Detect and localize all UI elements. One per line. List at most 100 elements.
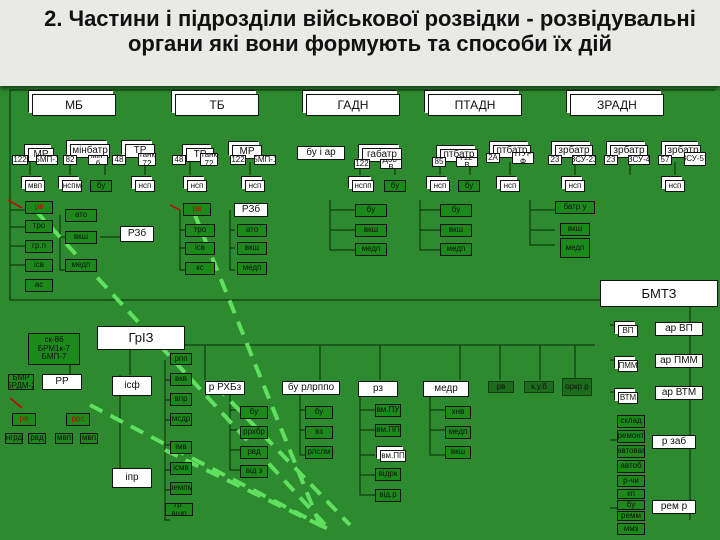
griz-z1: вм.ПУ — [375, 404, 401, 417]
griz-z4: відрк — [375, 468, 401, 481]
small-pt2: Т12-В — [456, 157, 478, 167]
griz-m1: хнв — [445, 406, 471, 419]
griz-r3: рвд — [240, 446, 268, 459]
unit-tb: ТБ — [175, 94, 259, 116]
rzb-tb: РЗб — [234, 203, 268, 217]
small-48b: 48 — [172, 155, 186, 165]
griz-npr: іпр — [112, 468, 152, 488]
post-bu-mb: бу — [90, 180, 112, 192]
bmtz-rzab: р заб — [652, 435, 696, 449]
page-title: 2. Частини і підрозділи військової розві… — [44, 6, 696, 56]
griz-a4: імв — [170, 441, 192, 454]
griz-b3: рлслм — [305, 446, 333, 459]
griz-orkr: оркр р — [562, 378, 592, 396]
small-pt3: 2А — [486, 153, 500, 163]
bmtz-s2: ПММ — [618, 360, 638, 372]
griz-rv: рв — [12, 413, 36, 426]
griz-b2: вз — [305, 426, 333, 439]
griz-bmr: БМР БРДМ-2 — [8, 374, 34, 390]
griz-r4: від з — [240, 465, 268, 478]
griz-a1: вкв — [170, 373, 192, 386]
griz-isr: ісф — [112, 376, 152, 396]
griz-a6: ремпм — [170, 482, 192, 495]
griz-rr: РР — [42, 374, 82, 390]
post-nsp-z2: нсп — [665, 180, 685, 192]
vvs-mb: вкш — [65, 231, 97, 244]
unit-gadn: ГАДН — [306, 94, 400, 116]
bu-p1: бу — [440, 204, 472, 217]
griz-medr: медр — [423, 381, 469, 397]
griz-a3: мсдр — [170, 413, 192, 426]
griz-bu-ryrppo: бу рлрппо — [282, 381, 340, 395]
small-zr4: ЗСУ-4 — [628, 155, 650, 165]
unit-zradn: ЗРАДН — [570, 94, 664, 116]
batr-u: батр у — [555, 201, 595, 214]
small-48: 48 — [112, 155, 126, 165]
rv-mb: рв — [25, 201, 53, 214]
tro-mb: тро — [25, 220, 53, 233]
vvs-p: вкш — [440, 224, 472, 237]
griz-z5: від.р — [375, 489, 401, 502]
griz-a2: впр — [170, 393, 192, 406]
small-zr6: ЗСУ-57 — [684, 152, 706, 166]
as-row: ас — [25, 279, 53, 292]
small-bmp1b: БМП-1 — [254, 155, 276, 165]
medp-g: медп — [355, 243, 387, 256]
bmtz-c5: р-чи — [617, 475, 645, 487]
post-nsp-tb2: нсп — [245, 180, 265, 192]
griz-z2: вм.ПП — [375, 424, 401, 437]
small-zr2: ЗСУ-23 — [572, 155, 596, 165]
griz-vehicles: ск-86 БРМ1к-7 БМП-7 — [28, 333, 80, 365]
bmtz-c4: автоб — [617, 460, 645, 473]
bu-g1: бу — [355, 204, 387, 217]
title-banner: 2. Частини і підрозділи військової розві… — [0, 0, 720, 86]
small-pt4: ПТУР-Ф — [512, 152, 534, 164]
griz-title: ГрІЗ — [97, 326, 185, 350]
post-nsp-z1: нсп — [565, 180, 585, 192]
griz-z3: вм.ПП — [380, 450, 406, 462]
vvs-z: вкш — [560, 223, 590, 236]
post-nsp-p1: нсп — [430, 180, 450, 192]
ks-tb: кс — [185, 262, 215, 275]
griz-b1: бу — [305, 406, 333, 419]
bmtz-c2: ремонт — [617, 430, 645, 443]
small-82: 82 — [63, 155, 77, 165]
grp-mb: гр.п — [25, 240, 53, 253]
small-zr3: 23 — [604, 155, 618, 165]
vvs-tb: вкш — [237, 242, 267, 255]
unit-mb: МБ — [32, 94, 116, 116]
post-nsp-p2: нсп — [500, 180, 520, 192]
griz-sub3: мвп — [55, 433, 73, 444]
griz-sub2: рвд — [28, 433, 46, 444]
bmtz-ar-pmm: ар ПММ — [655, 354, 703, 368]
unit-ptadn: ПТАДН — [428, 94, 522, 116]
small-pt1: 85 — [432, 157, 446, 167]
griz-rz: рз — [358, 381, 398, 397]
medp-tb: медп — [237, 262, 267, 275]
small-122b: 122 — [230, 155, 246, 165]
bmtz-c9: ммз — [617, 523, 645, 535]
small-tank72b: танк 72 — [200, 153, 218, 166]
small-gab2: Д30-В — [380, 159, 402, 169]
post-nspp: нспп — [352, 180, 374, 192]
post-nsp-mb: нсп — [135, 180, 155, 192]
medp-z: медп — [560, 238, 590, 258]
small-gab1: 122 — [354, 159, 370, 169]
rv-tb: рв — [183, 203, 211, 216]
bmtz-c1: склад — [617, 415, 645, 428]
small-tank72: танк 72 — [138, 153, 156, 166]
unit-bu-ar: бу і ар — [297, 146, 345, 160]
post-nspm: нспм — [62, 180, 82, 192]
griz-sub4: мвп — [80, 433, 98, 444]
griz-r1: бу — [240, 406, 268, 419]
bmtz-c7: бу — [617, 500, 645, 510]
griz-rrs: ррс — [66, 413, 90, 426]
griz-kbu: к.у.б — [524, 381, 554, 393]
isv-mb: ісв — [25, 259, 53, 272]
griz-r2: ррхбр — [240, 426, 268, 439]
ato-mb: ато — [65, 209, 97, 222]
small-bmp1: БМП-1 — [36, 155, 58, 165]
isv-tb: ісв — [185, 242, 215, 255]
ato-tb: ато — [237, 224, 267, 237]
